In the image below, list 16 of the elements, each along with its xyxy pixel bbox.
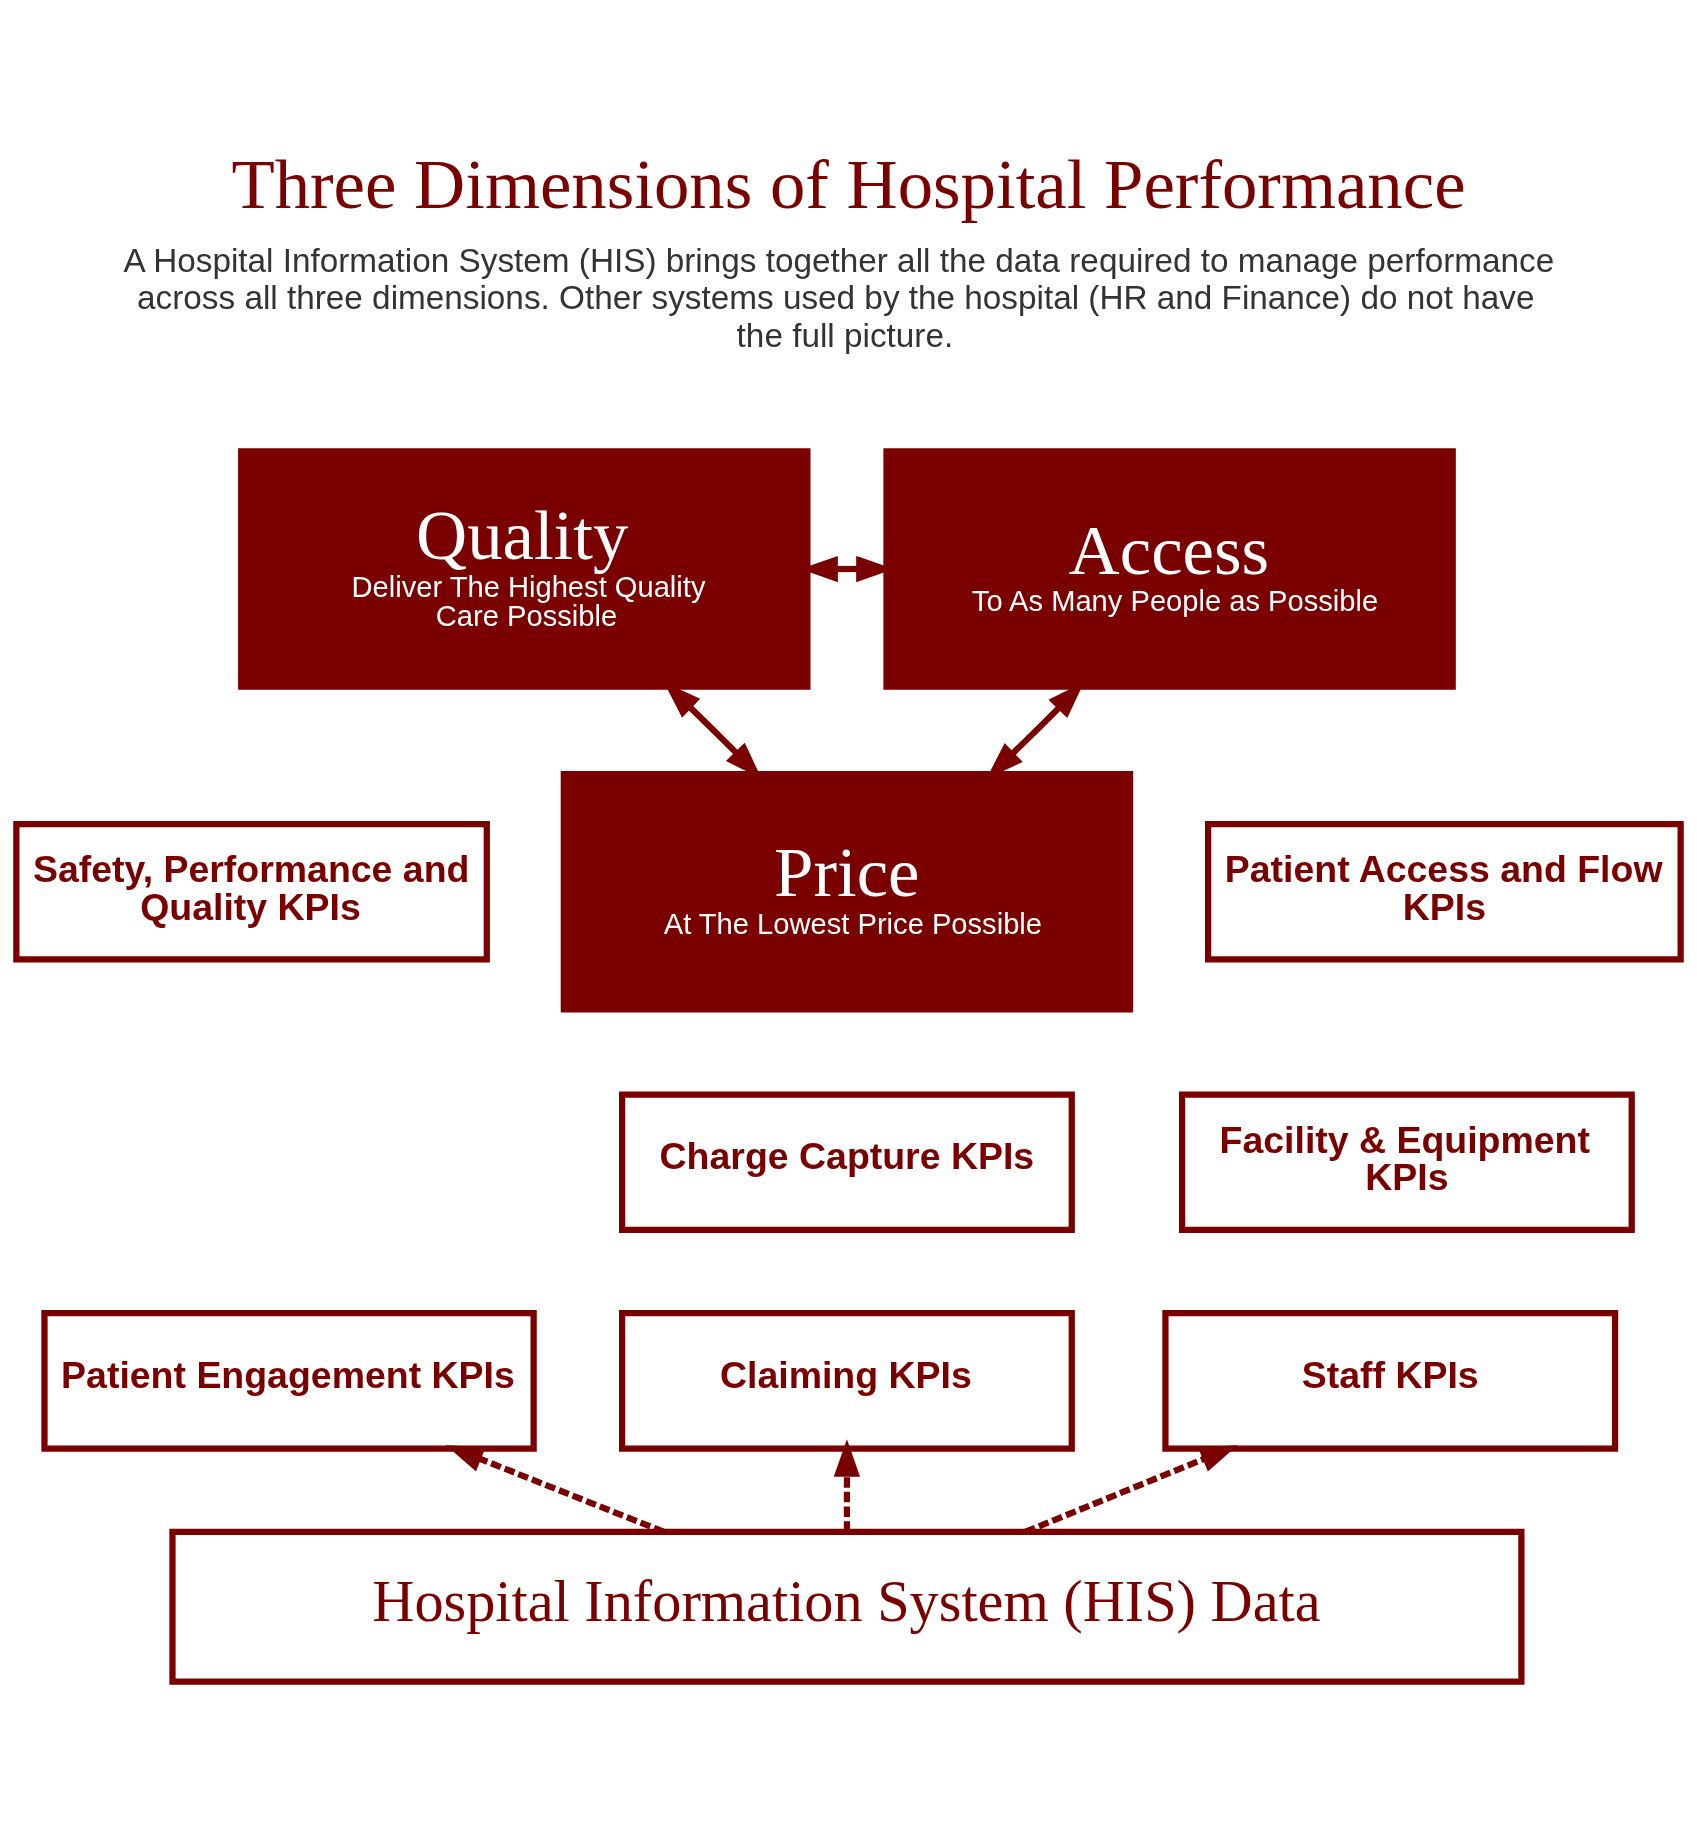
node-box: Quality Deliver The Highest Quality Care Possible — [238, 447, 811, 690]
label: A Hospital Information System (HIS) brings together all the data required to manage performance across all three dimensions. Other systems used by the hospital (HR and Finance) do not have the full picture. — [123, 241, 1555, 354]
node-box: Patient Engagement KPIs — [41, 1309, 537, 1452]
node-box: Patient Access and Flow KPIs — [1205, 820, 1684, 962]
arrow — [1024, 1444, 1238, 1535]
node-box: Charge Capture KPIs — [619, 1091, 1075, 1233]
node-box: Hospital Information System (HIS) Data — [169, 1528, 1525, 1685]
node-box: Staff KPIs — [1162, 1309, 1619, 1452]
node-box: Claiming KPIs — [619, 1309, 1075, 1452]
diagram-title: Three Dimensions of Hospital Performance — [231, 144, 1466, 223]
arrow — [833, 1438, 861, 1531]
arrow — [445, 1444, 665, 1535]
node-box: Price At The Lowest Price Possible — [560, 770, 1134, 1012]
node-box: Access To As Many People as Possible — [883, 447, 1456, 690]
node-box: Safety, Performance and Quality KPIs — [13, 820, 490, 962]
node-box: Facility & Equipment KPIs — [1178, 1091, 1635, 1233]
